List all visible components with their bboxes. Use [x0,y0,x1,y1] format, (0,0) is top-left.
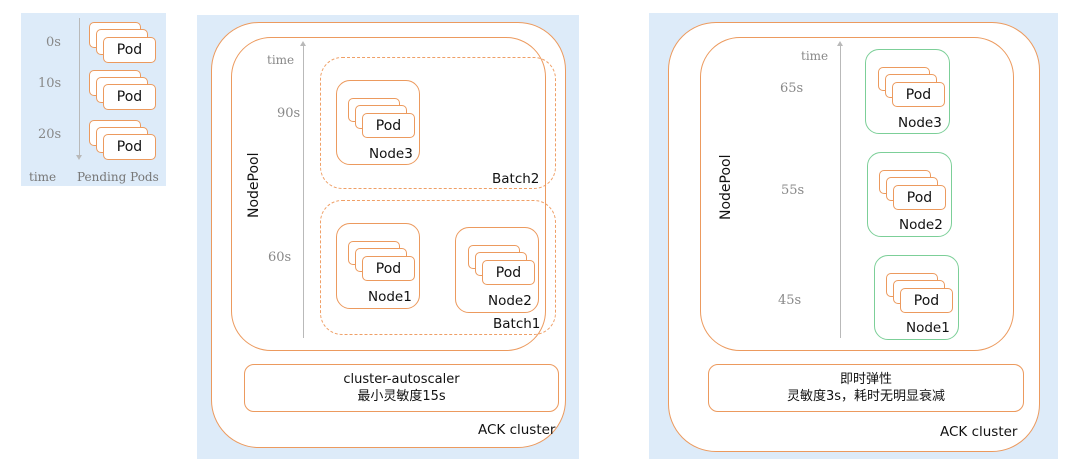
time-axis-right [840,46,841,338]
time-axis-label-left: time [267,53,295,67]
node3-label-left: Node3 [369,146,413,162]
ack-cluster-label-left: ACK cluster [478,422,556,438]
time-label-0: 0s [46,35,61,50]
pod: Pod [362,113,415,138]
time-axis-left [303,46,304,338]
batch2-label: Batch2 [492,171,540,187]
time-label-90s: 90s [277,106,301,121]
batch1-group [320,200,556,335]
batch1-label: Batch1 [493,316,541,332]
pod: Pod [892,82,945,107]
pod: Pod [103,134,156,160]
time-label-65s: 65s [780,81,804,96]
instant-elasticity-component: 即时弹性 灵敏度3s，耗时无明显衰减 [708,364,1024,412]
pending-pods-label: Pending Pods [77,170,159,184]
pod: Pod [362,256,415,281]
pod: Pod [103,84,156,110]
time-axis-label-right: time [801,49,829,63]
node2-label-right: Node2 [899,217,943,233]
time-axis-arrow-up-left [300,41,306,46]
node3-label-right: Node3 [898,115,942,131]
component-name: 即时弹性 [839,372,892,387]
pod: Pod [103,37,156,63]
component-description: 最小灵敏度15s [357,389,446,404]
cluster-autoscaler-component: cluster-autoscaler 最小灵敏度15s [244,364,559,412]
pod: Pod [482,260,535,285]
time-axis-label: time [29,170,57,184]
node2-label-left: Node2 [488,293,532,309]
time-label-2: 20s [38,127,62,142]
nodepool-right [700,37,1014,351]
time-label-60s: 60s [268,250,292,265]
time-axis [79,18,80,156]
component-name: cluster-autoscaler [343,372,460,387]
time-label-55s: 55s [781,183,805,198]
time-label-45s: 45s [778,293,802,308]
component-description: 灵敏度3s，耗时无明显衰减 [786,389,946,404]
node1-label-left: Node1 [368,289,412,305]
ack-cluster-label-right: ACK cluster [940,424,1018,440]
pod: Pod [893,185,946,210]
time-axis-arrow-up-right [837,41,843,46]
time-label-1: 10s [38,76,62,91]
nodepool-label-left: NodePool [246,152,262,218]
batch2-group [320,57,556,189]
pod: Pod [900,288,953,313]
nodepool-label-right: NodePool [718,154,734,220]
node1-label-right: Node1 [906,320,950,336]
time-axis-arrow-down [76,155,82,160]
